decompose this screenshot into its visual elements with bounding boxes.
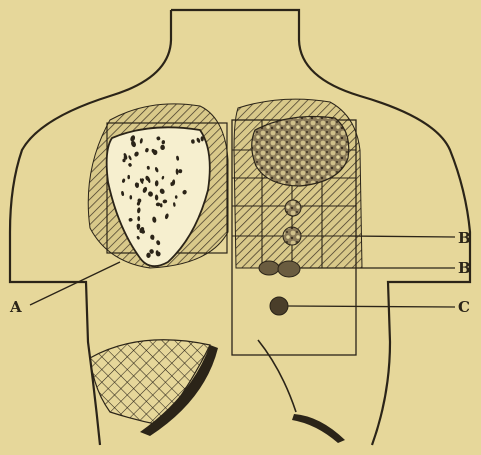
- label-c: C: [458, 298, 470, 316]
- dot-mark: [156, 252, 161, 257]
- lesion-double-b-2: [278, 261, 300, 277]
- lesion-c: [270, 297, 288, 315]
- label-b-upper: B: [458, 229, 471, 247]
- dot-mark: [153, 150, 158, 155]
- label-b-lower: B: [458, 259, 471, 277]
- right-rib-band: [292, 414, 345, 443]
- lower-curve: [258, 340, 296, 412]
- lesion-double-b: [259, 261, 279, 275]
- lesion-small-1: [285, 200, 301, 216]
- label-a: A: [9, 298, 22, 316]
- dot-mark: [127, 175, 130, 179]
- lesion-small-2: [283, 227, 301, 245]
- mottled-region: [252, 117, 349, 187]
